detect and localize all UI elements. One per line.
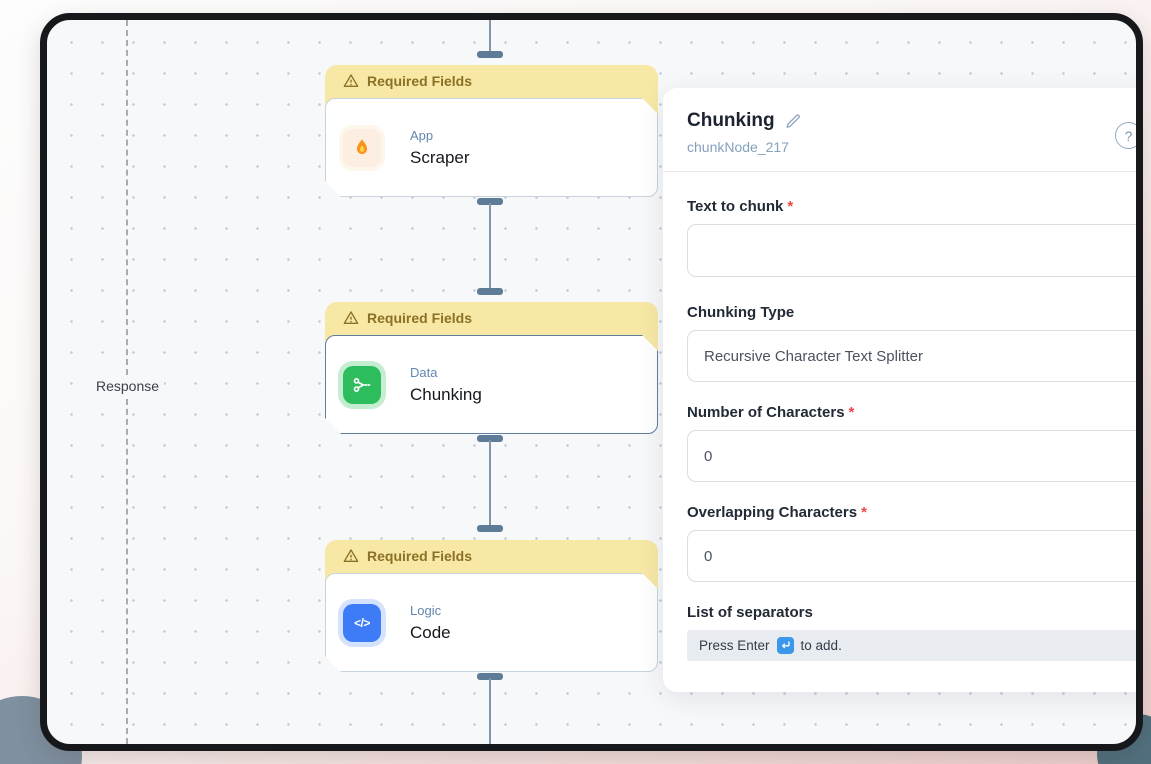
node-title: Chunking: [410, 384, 482, 404]
node-scraper[interactable]: Required Fields App Scraper: [325, 65, 658, 197]
node-title: Scraper: [410, 147, 470, 167]
enter-key-icon: [776, 637, 794, 654]
edge-scraper-chunking: [489, 203, 491, 292]
node-category: Data: [410, 364, 438, 380]
output-port-scraper[interactable]: [477, 198, 503, 205]
app-window-frame: Response Required Fields: [40, 13, 1143, 751]
tag-hint-prefix: Press Enter: [699, 638, 770, 653]
response-label: Response: [91, 377, 165, 395]
chunking-type-select[interactable]: Recursive Character Text Splitter: [687, 330, 1136, 382]
field-label: Overlapping Characters: [687, 504, 858, 521]
field-label: List of separators: [687, 604, 813, 621]
field-label: Text to chunk: [687, 198, 784, 215]
banner-text: Required Fields: [367, 548, 473, 564]
code-icon: </>: [343, 604, 381, 642]
panel-header: Chunking chunkNode_217 ?: [663, 88, 1136, 169]
field-text-to-chunk: Text to chunk*: [687, 198, 1136, 282]
warning-icon: [343, 311, 359, 324]
output-port-code[interactable]: [477, 673, 503, 680]
panel-body: Text to chunk* Chunking Type Recursive C…: [663, 172, 1136, 661]
input-port-code[interactable]: [477, 525, 503, 532]
text-to-chunk-input[interactable]: [687, 224, 1136, 277]
banner-text: Required Fields: [367, 73, 473, 89]
edit-pencil-icon[interactable]: [785, 113, 802, 130]
field-overlapping-characters: Overlapping Characters*: [687, 504, 1136, 582]
required-asterisk: *: [861, 504, 867, 521]
workflow-canvas[interactable]: Response Required Fields: [47, 20, 1136, 744]
tag-hint-suffix: to add.: [800, 638, 842, 653]
node-chunking[interactable]: Required Fields Data Chunking: [325, 302, 658, 435]
required-asterisk: *: [787, 198, 794, 215]
field-list-of-separators: List of separators Press Enter to add.: [687, 604, 1136, 661]
warning-icon: [343, 549, 359, 562]
edge-bottom: [489, 678, 491, 744]
node-card-scraper[interactable]: App Scraper: [325, 98, 658, 197]
overlapping-characters-input[interactable]: [687, 530, 1136, 582]
edge-chunking-code: [489, 440, 491, 529]
node-code[interactable]: Required Fields </> Logic Code: [325, 540, 658, 672]
edge-top: [489, 20, 491, 56]
node-card-chunking[interactable]: Data Chunking: [325, 335, 658, 434]
node-category: App: [410, 127, 434, 143]
field-label: Chunking Type: [687, 304, 795, 321]
panel-title: Chunking: [687, 110, 775, 131]
node-card-code[interactable]: </> Logic Code: [325, 573, 658, 672]
scissors-icon: [343, 366, 381, 404]
separators-tag-input[interactable]: Press Enter to add.: [687, 630, 1136, 661]
required-asterisk: *: [848, 404, 855, 421]
input-port-scraper[interactable]: [477, 51, 503, 58]
number-of-characters-input[interactable]: [687, 430, 1136, 482]
output-port-chunking[interactable]: [477, 435, 503, 442]
node-id: chunkNode_217: [687, 139, 789, 155]
node-category: Logic: [410, 602, 442, 618]
field-number-of-characters: Number of Characters*: [687, 404, 1136, 482]
selected-option: Recursive Character Text Splitter: [704, 347, 923, 365]
node-config-panel: Chunking chunkNode_217 ? Text to chunk*: [663, 88, 1136, 692]
warning-icon: [343, 74, 359, 87]
field-chunking-type: Chunking Type Recursive Character Text S…: [687, 304, 1136, 382]
banner-text: Required Fields: [367, 310, 473, 326]
help-icon[interactable]: ?: [1115, 122, 1136, 149]
field-label: Number of Characters: [687, 404, 845, 421]
panel-divider: [663, 171, 1136, 172]
input-port-chunking[interactable]: [477, 288, 503, 295]
flame-icon: [343, 129, 381, 167]
node-title: Code: [410, 622, 451, 642]
